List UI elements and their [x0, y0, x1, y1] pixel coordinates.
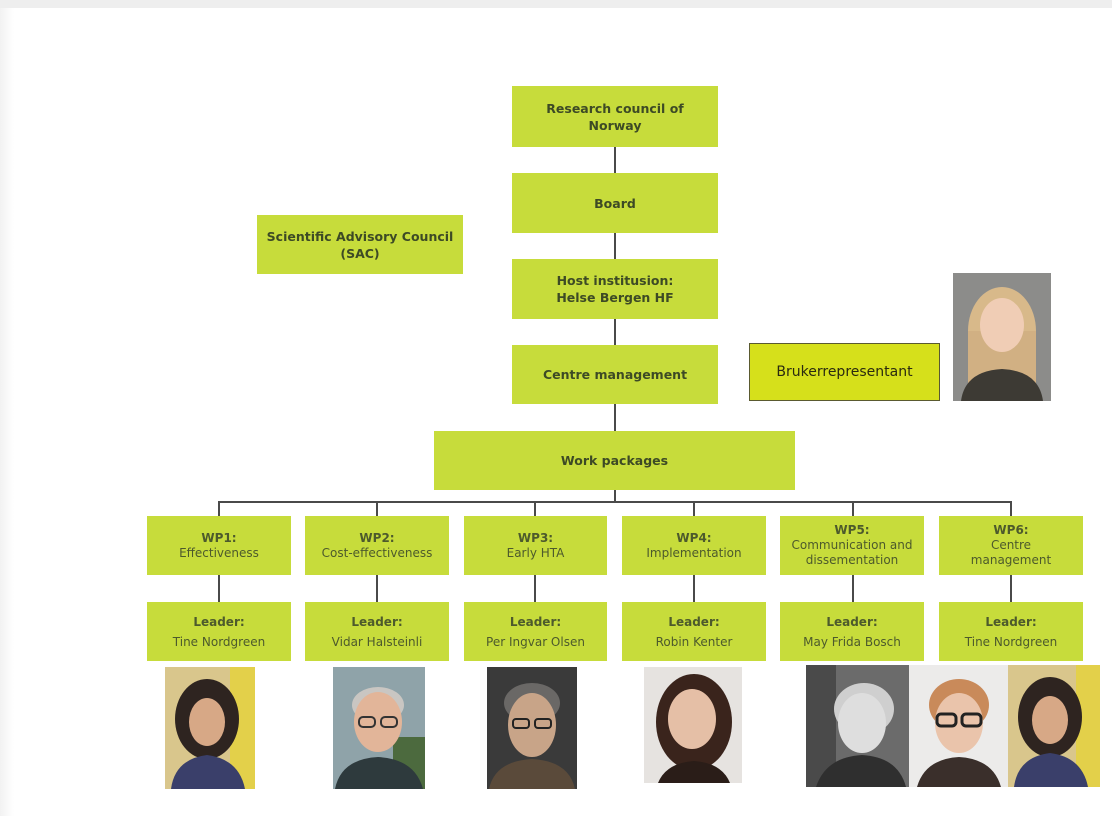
wp4-leader-label: Leader:	[668, 614, 720, 629]
wp5-leader-photo-2	[909, 665, 1008, 787]
work-packages-box: Work packages	[434, 431, 795, 490]
user-representative-box: Brukerrepresentant	[749, 343, 940, 401]
top-strip	[0, 0, 1112, 8]
host-institution-label: Host institusion: Helse Bergen HF	[556, 273, 674, 305]
connector-bus-wp4	[693, 501, 695, 516]
wp2-leader-name: Vidar Halsteinli	[331, 634, 423, 649]
wp6-title: WP6:	[993, 523, 1029, 537]
wp5-leader-label: Leader:	[826, 614, 878, 629]
wp6-leader-photo	[1008, 665, 1100, 787]
wp3-name: Early HTA	[506, 545, 565, 560]
research-council-box: Research council of Norway	[512, 86, 718, 147]
connector-wp3-leader	[534, 575, 536, 602]
wp3-leader-label: Leader:	[509, 614, 562, 629]
connector-wp-bus	[614, 490, 616, 502]
centre-management-box: Centre management	[512, 345, 718, 404]
wp4-leader-box: Leader: Robin Kenter	[622, 602, 766, 661]
host-institution-box: Host institusion: Helse Bergen HF	[512, 259, 718, 319]
connector-bus-wp2	[376, 501, 378, 516]
wp6-leader-name: Tine Nordgreen	[964, 634, 1058, 649]
wp2-name: Cost-effectiveness	[321, 545, 433, 560]
wp1-title: WP1:	[201, 530, 237, 545]
connector-wp6-leader	[1010, 575, 1012, 602]
wp3-box: WP3: Early HTA	[464, 516, 607, 575]
work-packages-label: Work packages	[560, 453, 669, 468]
wp1-leader-name: Tine Nordgreen	[172, 634, 266, 649]
wp6-leader-box: Leader: Tine Nordgreen	[939, 602, 1083, 661]
wp1-leader-photo	[165, 667, 255, 789]
wp1-leader-box: Leader: Tine Nordgreen	[147, 602, 291, 661]
wp2-leader-label: Leader:	[351, 614, 403, 629]
sac-box: Scientific Advisory Council (SAC)	[257, 215, 463, 274]
wp3-leader-box: Leader: Per Ingvar Olsen	[464, 602, 607, 661]
connector-bus-wp3	[534, 501, 536, 516]
wp2-title: WP2:	[359, 530, 395, 545]
connector-board-host	[614, 233, 616, 259]
connector-wp2-leader	[376, 575, 378, 602]
connector-host-management	[614, 319, 616, 345]
connector-wp5-leader	[852, 575, 854, 602]
connector-bus-wp6	[1010, 501, 1012, 516]
wp5-title: WP5:	[834, 523, 870, 537]
board-label: Board	[594, 195, 636, 211]
wp4-leader-name: Robin Kenter	[655, 634, 733, 649]
wp6-leader-label: Leader:	[985, 614, 1037, 629]
connector-wp1-leader	[218, 575, 220, 602]
wp5-leader-box: Leader: May Frida Bosch	[780, 602, 924, 661]
left-shade	[0, 8, 14, 816]
user-representative-photo	[953, 273, 1051, 401]
wp6-name: Centre management	[970, 538, 1052, 567]
connector-bus	[218, 501, 1011, 503]
wp4-box: WP4: Implementation	[622, 516, 766, 575]
wp5-box: WP5: Communication and dissementation	[780, 516, 924, 575]
wp3-leader-photo	[487, 667, 577, 789]
centre-management-label: Centre management	[542, 367, 688, 382]
wp5-leader-name: May Frida Bosch	[803, 634, 901, 649]
wp1-leader-label: Leader:	[193, 614, 245, 629]
wp4-leader-photo	[644, 667, 742, 783]
wp2-leader-photo	[333, 667, 425, 789]
user-representative-label: Brukerrepresentant	[776, 364, 913, 380]
wp1-box: WP1: Effectiveness	[147, 516, 291, 575]
wp3-leader-name: Per Ingvar Olsen	[486, 634, 585, 649]
wp4-name: Implementation	[646, 545, 742, 560]
connector-council-board	[614, 147, 616, 173]
connector-bus-wp1	[218, 501, 220, 516]
wp5-leader-photo-1	[806, 665, 909, 787]
wp1-name: Effectiveness	[179, 545, 259, 560]
wp6-box: WP6: Centre management	[939, 516, 1083, 575]
wp2-box: WP2: Cost-effectiveness	[305, 516, 449, 575]
wp3-title: WP3:	[517, 530, 554, 545]
connector-management-wp	[614, 404, 616, 431]
wp5-name: Communication and dissementation	[791, 538, 913, 567]
wp2-leader-box: Leader: Vidar Halsteinli	[305, 602, 449, 661]
research-council-label: Research council of Norway	[546, 100, 684, 133]
connector-bus-wp5	[852, 501, 854, 516]
connector-wp4-leader	[693, 575, 695, 602]
wp4-title: WP4:	[676, 530, 712, 545]
sac-label: Scientific Advisory Council (SAC)	[266, 228, 454, 261]
board-box: Board	[512, 173, 718, 233]
